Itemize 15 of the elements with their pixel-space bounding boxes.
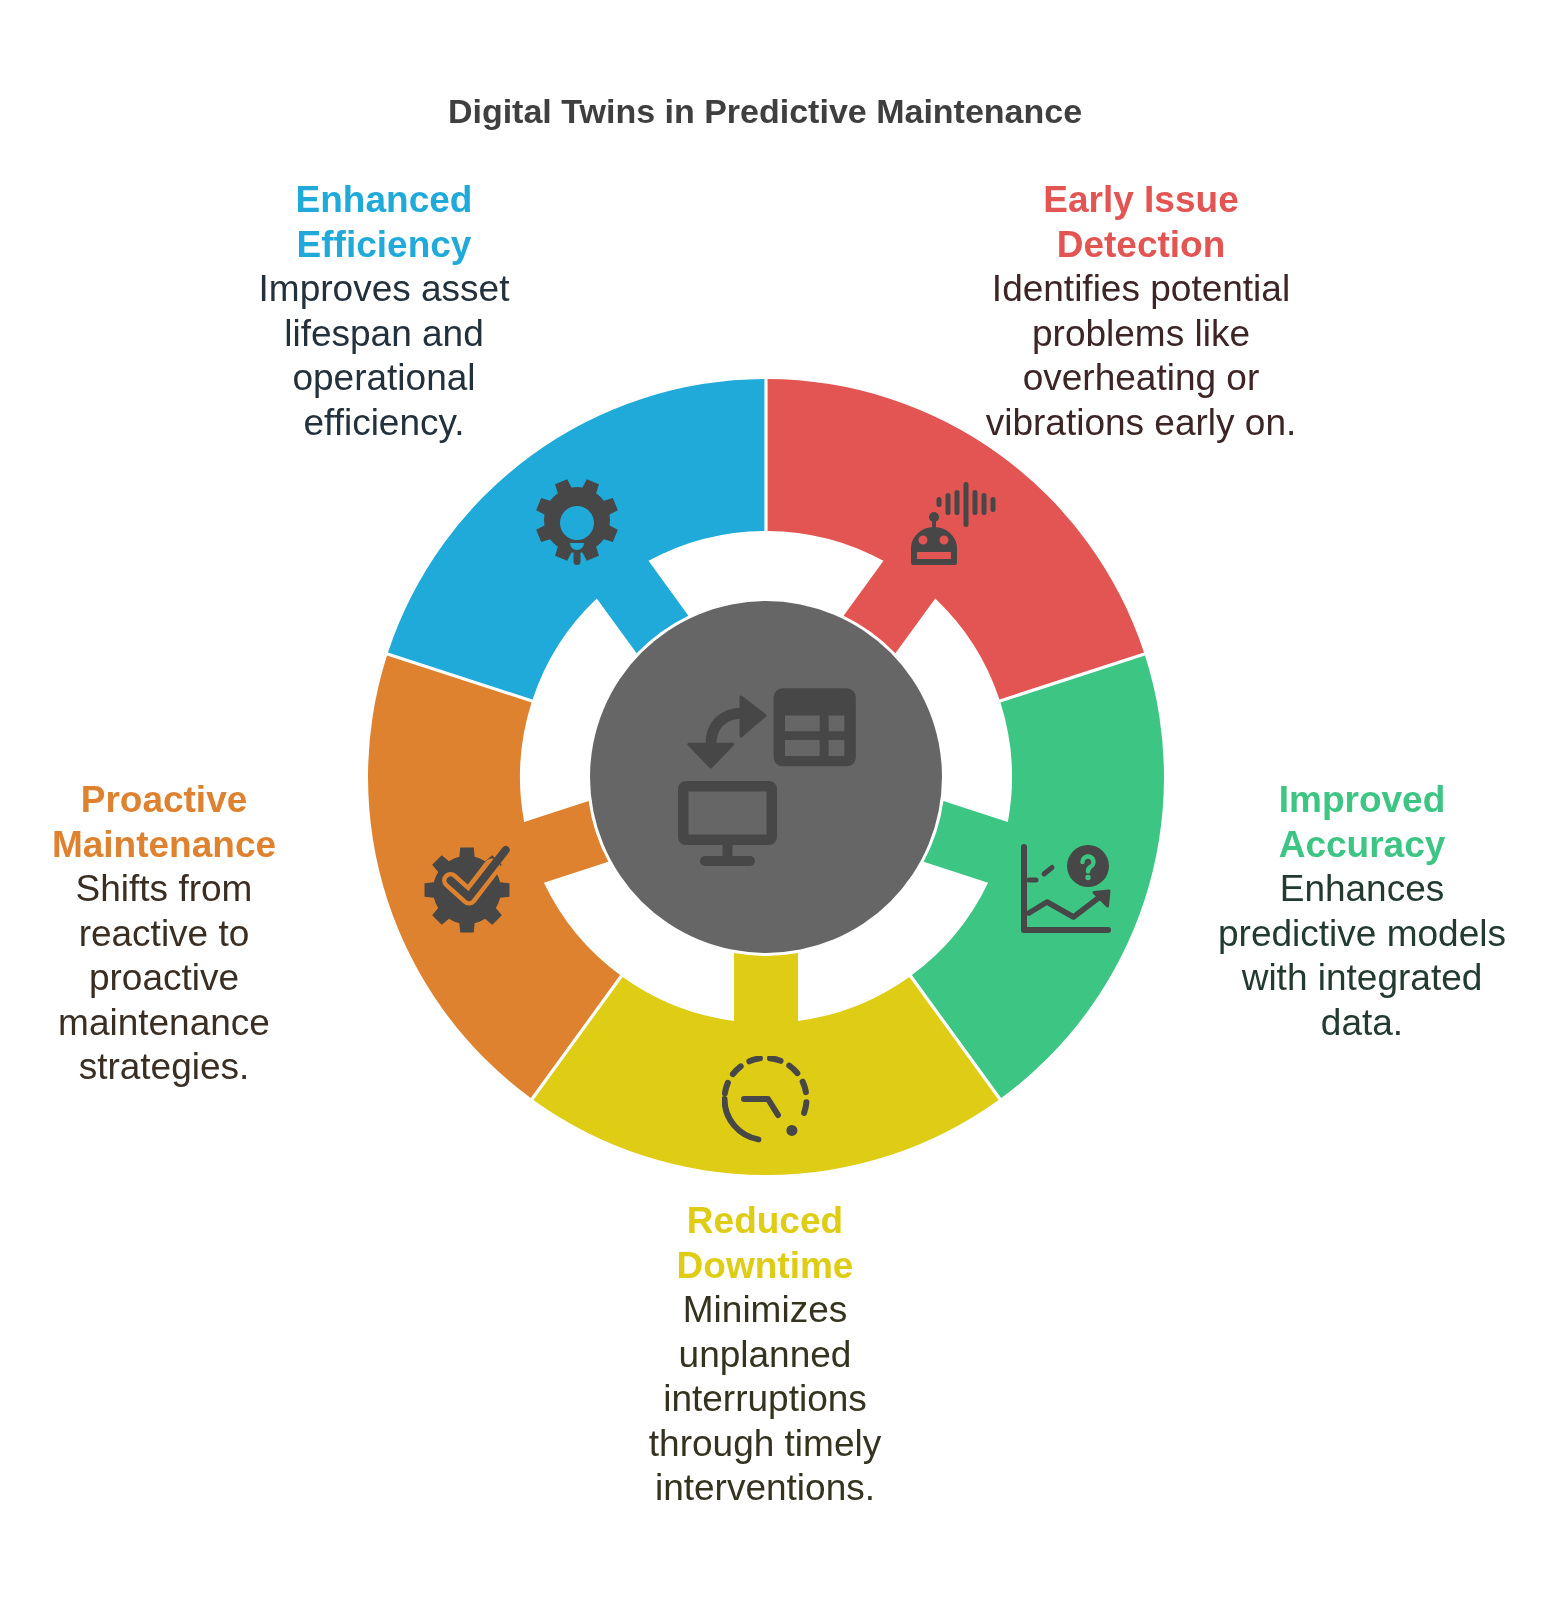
ring-segment <box>911 655 1164 1099</box>
segment-description: Minimizes unplanned interruptions through timely interventions. <box>647 1288 883 1510</box>
segment-description: Improves asset lifespan and operational efficiency. <box>257 267 511 445</box>
ring-segment <box>533 953 999 1175</box>
center-circle <box>590 601 942 953</box>
segment-heading: Early Issue Detection <box>1042 178 1240 267</box>
segment-description: Shifts from reactive to proactive maintenance strategies. <box>57 867 271 1089</box>
segment-description: Identifies potential problems like overheating or vibrations early on. <box>984 267 1298 445</box>
segment-heading: Improved Accuracy <box>1277 778 1447 867</box>
diagram-title: Digital Twins in Predictive Maintenance <box>447 91 1083 131</box>
segment-heading: Reduced Downtime <box>675 1199 855 1288</box>
ring-segment <box>368 655 621 1099</box>
segment-description: Enhances predictive models with integrated data. <box>1217 867 1507 1045</box>
segment-heading: Enhanced Efficiency <box>294 178 474 267</box>
segment-heading: Proactive Maintenance <box>50 778 278 867</box>
